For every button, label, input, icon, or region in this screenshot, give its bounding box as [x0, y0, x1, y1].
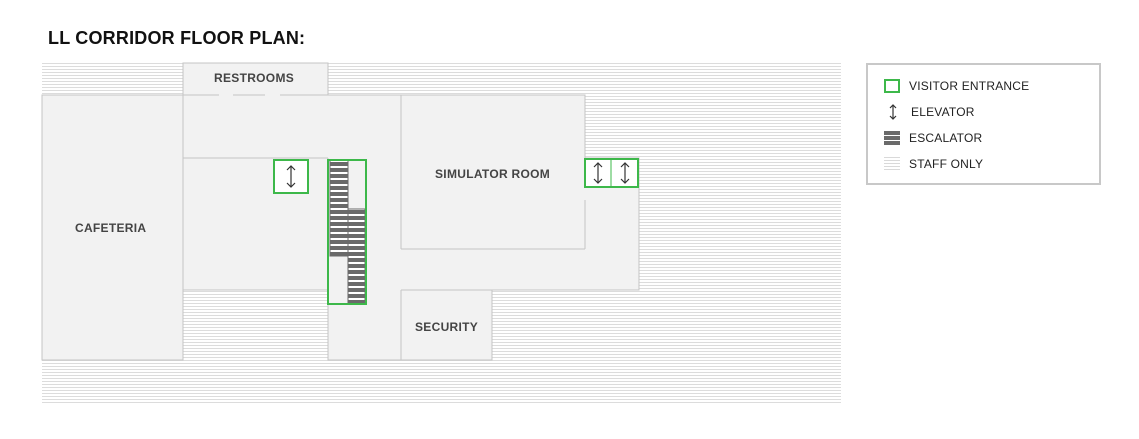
elevator-left — [273, 159, 309, 194]
legend-label: ELEVATOR — [911, 105, 975, 119]
legend-label: ESCALATOR — [909, 131, 983, 145]
page-title: LL CORRIDOR FLOOR PLAN: — [48, 28, 306, 48]
simulator-room-label: SIMULATOR ROOM — [435, 167, 551, 181]
security-label: SECURITY — [415, 320, 479, 334]
cafeteria-label: CAFETERIA — [75, 221, 147, 235]
elevator-right — [584, 158, 639, 188]
elevator-icon — [884, 104, 902, 120]
elevator-icon — [593, 162, 630, 184]
legend-item-visitor-entrance: VISITOR ENTRANCE — [884, 77, 1029, 95]
visitor-entrance-escalators — [327, 159, 367, 305]
escalator-icon — [884, 131, 900, 145]
escalator-right — [347, 208, 366, 304]
restrooms-label: RESTROOMS — [214, 71, 295, 85]
restrooms-room — [182, 62, 329, 96]
legend-label: VISITOR ENTRANCE — [909, 79, 1030, 93]
visitor-entrance-icon — [884, 79, 900, 93]
legend-item-staff-only: STAFF ONLY — [884, 155, 983, 173]
legend-label: STAFF ONLY — [909, 157, 984, 171]
staff-only-icon — [884, 157, 900, 171]
legend-item-elevator: ELEVATOR — [884, 103, 975, 121]
elevator-icon — [286, 165, 296, 188]
legend-item-escalator: ESCALATOR — [884, 129, 982, 147]
map-legend: VISITOR ENTRANCE ELEVATOR ESCALATOR STAF… — [866, 63, 1101, 185]
escalator-left — [329, 159, 349, 257]
